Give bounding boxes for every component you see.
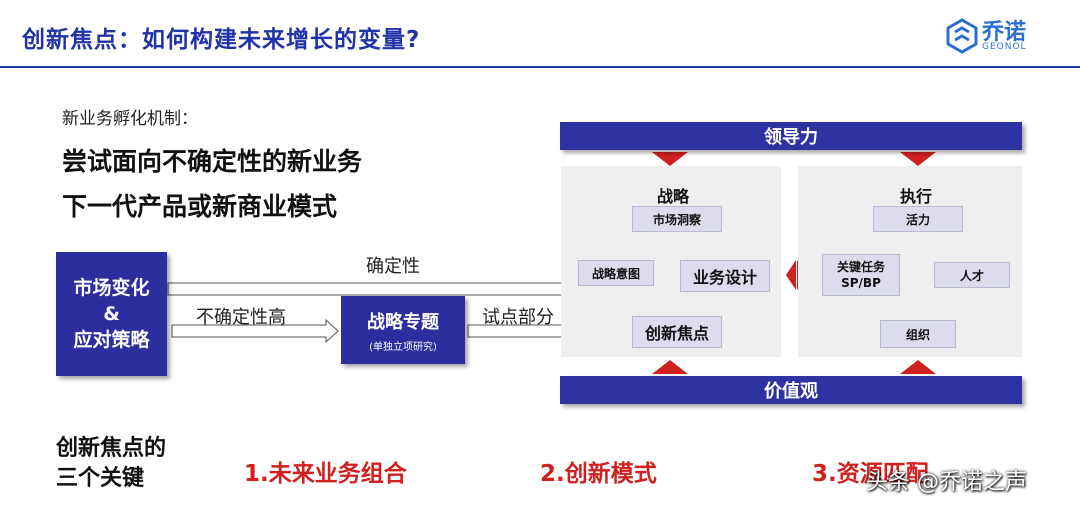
execution-title: 执行: [900, 187, 933, 206]
market-box-line-3: 应对策略: [73, 329, 150, 351]
logo-text-cn: 乔诺: [982, 20, 1027, 45]
strategy-topic-box: 战略专题 (单独立项研究): [341, 296, 465, 364]
leadership-arrow-right: [900, 152, 936, 166]
strategic-intent-node: 战略意图: [578, 260, 654, 286]
market-insight-node: 市场洞察: [632, 206, 722, 232]
values-arrow-left: [652, 360, 688, 374]
key-tasks-line-1: 关键任务: [836, 260, 885, 274]
key-tasks-node: 关键任务 SP/BP: [822, 254, 900, 296]
page-title: 创新焦点：如何构建未来增长的变量?: [22, 27, 421, 53]
key-item-1: 1.未来业务组合: [244, 461, 407, 487]
leadership-arrow-left: [652, 152, 688, 166]
organization-node: 组织: [880, 320, 956, 348]
market-change-box: 市场变化 & 应对策略: [56, 252, 167, 376]
innovation-focus-node: 创新焦点: [632, 316, 722, 348]
strategy-title: 战略: [657, 187, 690, 206]
intro-subtitle: 新业务孵化机制：: [62, 109, 198, 129]
leadership-bar: 领导力: [560, 122, 1022, 150]
key-item-2: 2.创新模式: [540, 461, 657, 487]
keys-label: 创新焦点的 三个关键: [56, 434, 166, 494]
title-divider: [0, 66, 1080, 68]
values-bar: 价值观: [560, 376, 1022, 404]
topic-box-note: (单独立项研究): [369, 341, 437, 353]
intro-headline-1: 尝试面向不确定性的新业务: [62, 147, 363, 176]
business-design-node: 业务设计: [680, 260, 770, 292]
intro-headline-2: 下一代产品或新商业模式: [62, 192, 338, 221]
geonol-logo-icon: [946, 18, 978, 54]
uncertainty-arrow: [171, 318, 339, 344]
key-tasks-line-2: SP/BP: [841, 276, 881, 290]
market-box-line-1: 市场变化: [73, 277, 150, 299]
certainty-label: 确定性: [366, 256, 420, 277]
brand-logo: 乔诺 GEONOL: [946, 14, 1046, 58]
topic-box-title: 战略专题: [367, 311, 439, 333]
watermark: 头条 @乔诺之声: [866, 470, 1027, 495]
values-arrow-right: [900, 360, 936, 374]
market-box-line-2: &: [103, 303, 120, 325]
keys-label-line-2: 三个关键: [56, 466, 145, 491]
key-item-3: 3.资源匹配: [812, 461, 929, 487]
climate-node: 活力: [873, 206, 963, 232]
logo-text-en: GEONOL: [982, 42, 1027, 52]
keys-label-line-1: 创新焦点的: [56, 436, 167, 461]
uncertainty-label: 不确定性高: [196, 307, 286, 328]
pilot-label: 试点部分: [482, 307, 554, 328]
talent-node: 人才: [934, 262, 1010, 288]
